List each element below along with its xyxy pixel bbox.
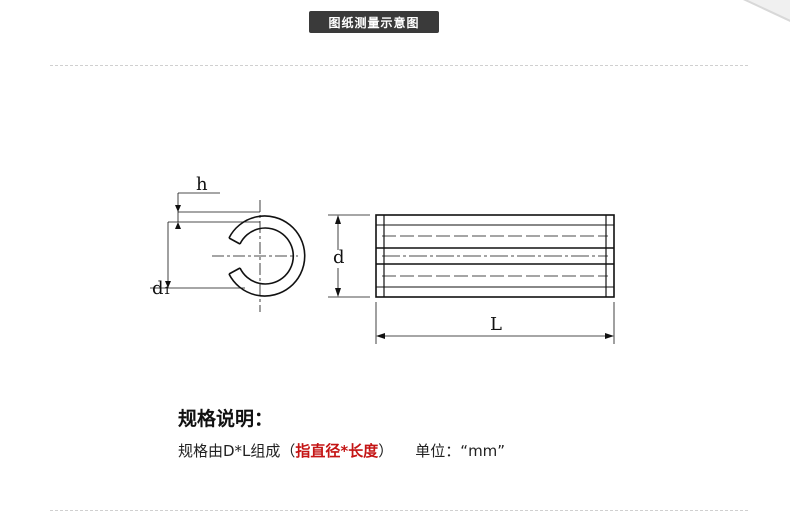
label-d1: d₁	[152, 278, 171, 299]
h-arrow-bottom	[175, 222, 181, 229]
ring-slot-top	[228, 237, 241, 245]
d1-arrow	[165, 281, 171, 288]
d-arrow-bottom	[335, 288, 341, 297]
corner-ruler-decoration	[730, 0, 790, 30]
l-arrow-right	[605, 333, 614, 339]
h-arrow-top	[175, 205, 181, 212]
spec-highlight: 指直径*长度	[295, 442, 379, 460]
spec-prefix: 规格由D*L组成（	[178, 442, 296, 460]
page-title: 图纸测量示意图	[328, 15, 420, 30]
pin-body-outline	[375, 214, 615, 298]
spec-description: 规格由D*L组成（指直径*长度） 单位：“mm”	[178, 440, 505, 461]
top-divider	[50, 65, 748, 66]
spec-suffix: ）	[378, 442, 394, 460]
ring-outer-arc	[228, 215, 306, 297]
spec-heading: 规格说明：	[178, 408, 274, 430]
d-arrow-top	[335, 215, 341, 224]
bottom-divider	[50, 510, 748, 511]
ring-inner-arc	[239, 227, 295, 285]
technical-drawing: h d₁ d L	[130, 160, 660, 360]
ring-slot-bottom	[228, 267, 241, 275]
spec-unit: 单位：“mm”	[415, 442, 506, 460]
label-d: d	[333, 247, 345, 268]
pin-diagram-svg: h d₁ d L	[150, 174, 615, 344]
label-h: h	[196, 174, 208, 195]
l-arrow-left	[376, 333, 385, 339]
page-title-badge: 图纸测量示意图	[309, 11, 439, 33]
label-l: L	[490, 314, 502, 335]
